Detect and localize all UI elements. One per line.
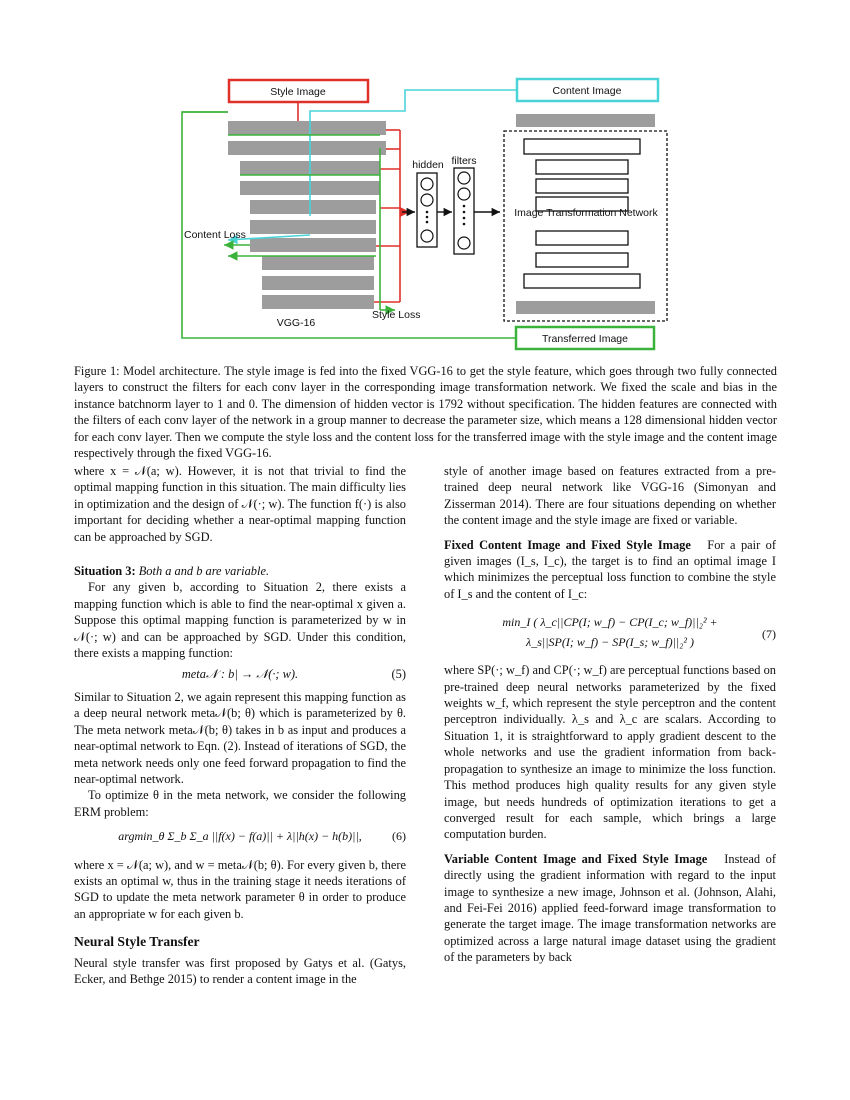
filters-label: filters [451,155,476,167]
right-paragraph-1: style of another image based on features… [444,464,776,528]
caption-text: Figure 1: Model architecture. The style … [74,364,777,461]
right-paragraph-3: where SP(·; w_f) and CP(·; w_f) are perc… [444,663,776,842]
right-paragraph-4-block: Variable Content Image and Fixed Style I… [444,851,776,966]
left-column: where x = 𝒩(a; w). However, it is not th… [74,463,406,987]
style-loss-label: Style Loss [372,309,420,321]
equation-7-number: (7) [762,627,776,642]
section-title-neural-style-transfer: Neural Style Transfer [74,934,200,950]
left-paragraph-6: Neural style transfer was first proposed… [74,955,406,986]
right-paragraph-4: Instead of directly using the gradient i… [444,851,776,965]
equation-6-body: argmin_θ Σ_b Σ_a ||f(x) − f(a)|| + λ||h(… [118,829,362,844]
itn-input-bar [516,114,655,127]
content-path [309,89,517,216]
figure-caption: Figure 1: Model architecture. The style … [74,363,777,461]
model-architecture-figure: Style Image Content Image Transferred Im… [181,77,668,351]
situation-3-label: Situation 3: [74,564,136,579]
equation-5: meta𝒩 : b| → 𝒩(·; w). (5) [74,666,406,682]
situation-3-text: Both a and b are variable. [138,564,270,579]
vgg-layer-bars [228,121,386,309]
left-paragraph-2: For any given b, according to Situation … [74,580,406,661]
transferred-feedback-arrows [181,111,516,339]
itn-label: Image Transformation Network [514,207,658,219]
content-loss-arrow-cyan [227,234,311,245]
left-paragraph-3: Similar to Situation 2, we again represe… [74,689,406,786]
left-paragraph-5: where x = 𝒩(a; w), and w = meta𝒩(b; θ). … [74,857,406,921]
content-image-label: Content Image [553,85,622,97]
vgg-label: VGG-16 [277,317,316,329]
equation-5-body: meta𝒩 : b| → 𝒩(·; w). [181,667,299,682]
hidden-label: hidden [412,159,444,171]
heading-variable-fixed: Variable Content Image and Fixed Style I… [444,851,708,866]
left-paragraph-4: To optimize θ in the meta network, we co… [74,788,406,819]
right-paragraph-2: For a pair of given images (I_s, I_c), t… [444,537,776,601]
equation-6: argmin_θ Σ_b Σ_a ||f(x) − f(a)|| + λ||h(… [74,828,406,844]
equation-7-line-1: min_I ( λ_c||CP(I; w_f) − CP(I_c; w_f)||… [502,615,718,630]
left-paragraph-1: where x = 𝒩(a; w). However, it is not th… [74,464,406,544]
transferred-image-label: Transferred Image [542,333,628,345]
equation-6-number: (6) [392,829,406,844]
right-column: style of another image based on features… [444,463,776,966]
itn-output-bar [516,301,655,314]
itn-layers [523,138,641,289]
equation-7-line-2: λ_s||SP(I; w_f) − SP(I_s; w_f)||₂² ) [526,635,694,650]
situation-3-heading: Situation 3: Both a and b are variable. [74,563,406,579]
equation-7: min_I ( λ_c||CP(I; w_f) − CP(I_c; w_f)||… [444,612,776,652]
heading-fixed-fixed: Fixed Content Image and Fixed Style Imag… [444,537,691,552]
style-image-label: Style Image [270,86,326,98]
equation-5-number: (5) [391,667,406,682]
content-loss-label: Content Loss [184,229,246,241]
right-paragraph-2-block: Fixed Content Image and Fixed Style Imag… [444,537,776,603]
hidden-layer [416,172,438,248]
